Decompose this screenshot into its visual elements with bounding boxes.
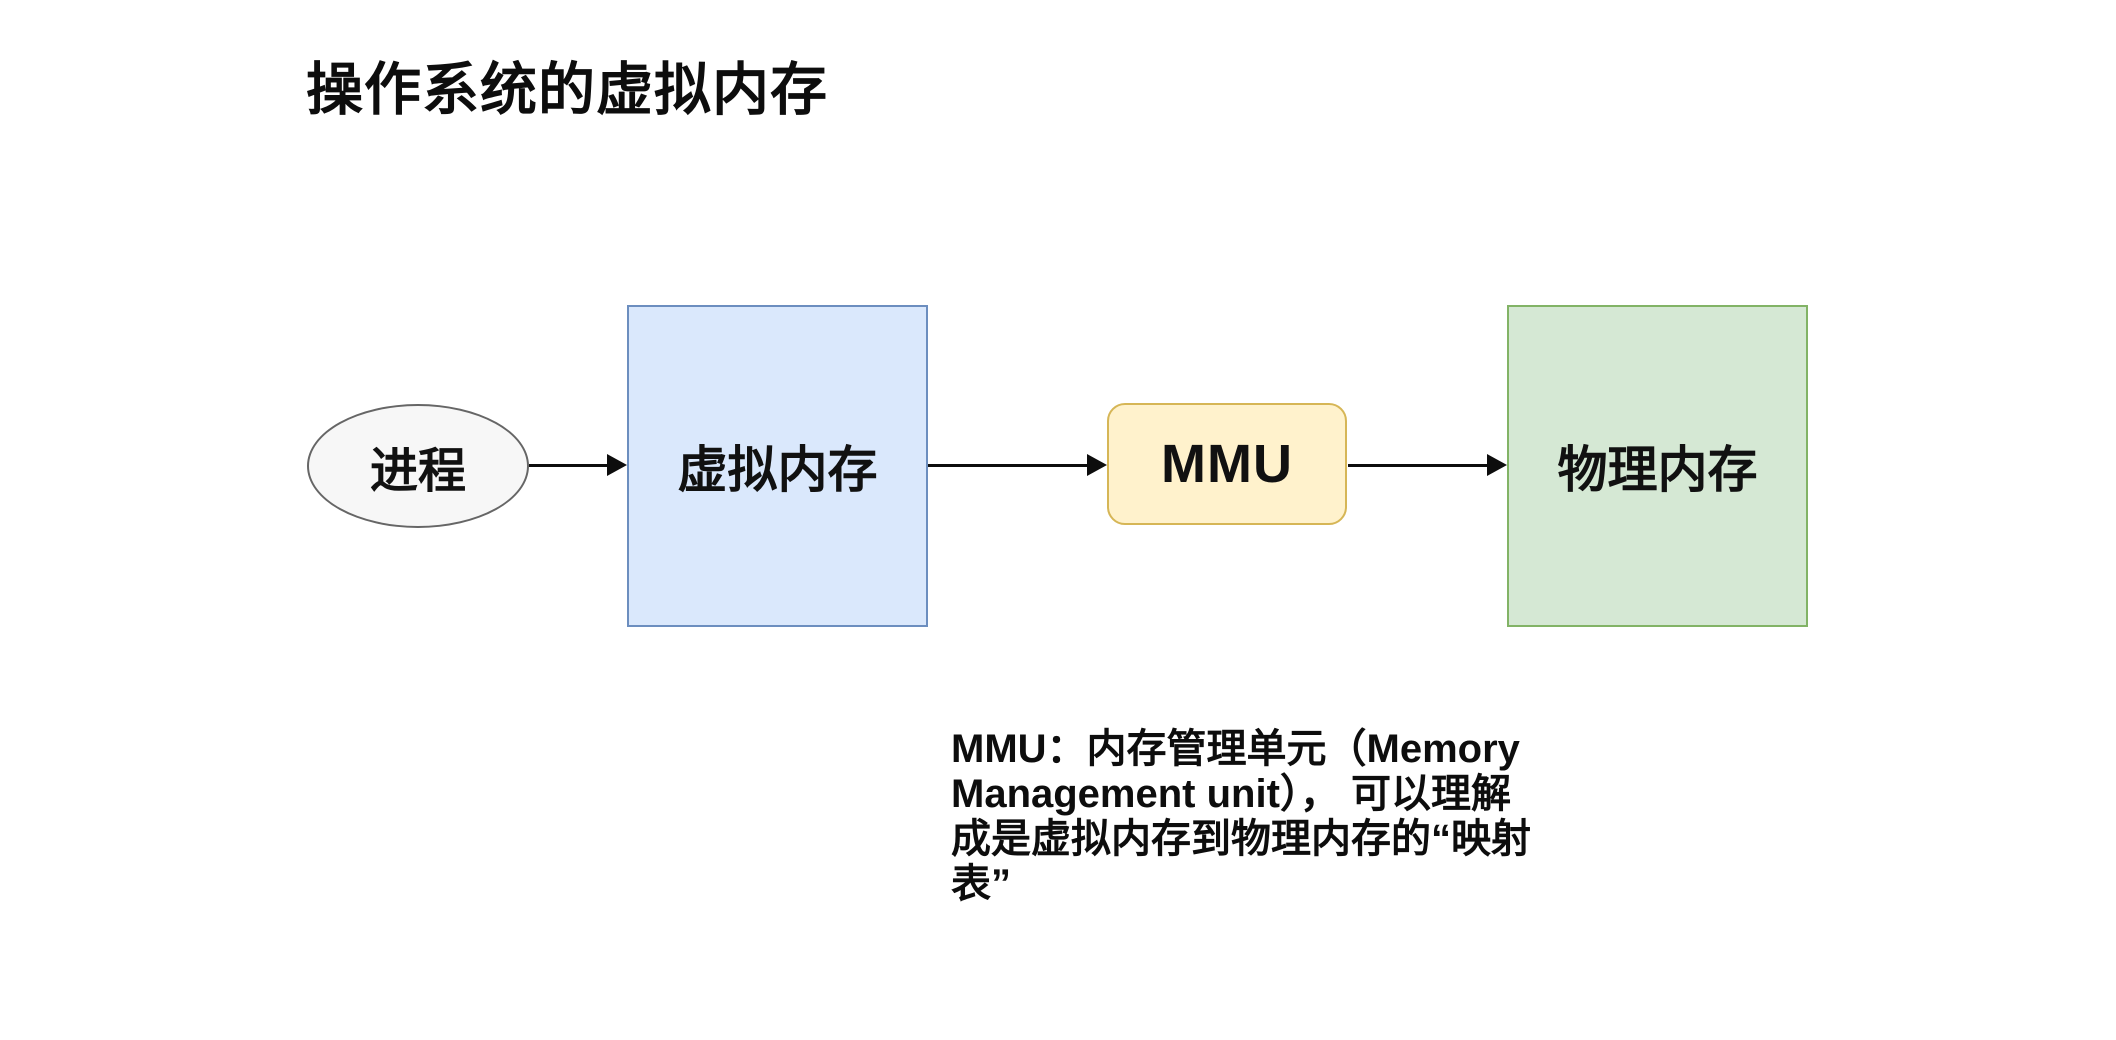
arrow-virtual-memory-to-mmu-line [928, 464, 1089, 467]
arrow-process-to-virtual-memory-line [529, 464, 609, 467]
arrow-process-to-virtual-memory-head-icon [607, 454, 627, 476]
node-virtual-memory: 虚拟内存 [627, 305, 928, 627]
mmu-note-line-3: 成是虚拟内存到物理内存的“映射 [951, 817, 1531, 861]
node-physical-memory-label: 物理内存 [1557, 442, 1758, 498]
mmu-note-line-1: MMU：内存管理单元（Memory [951, 727, 1520, 771]
arrow-mmu-to-physical-memory-line [1348, 464, 1489, 467]
node-process-label: 进程 [369, 445, 466, 498]
mmu-note-line-4: 表” [951, 862, 1011, 906]
mmu-note-line-2: Management unit）， 可以理解 [951, 772, 1512, 816]
node-process: 进程 [307, 404, 529, 528]
node-virtual-memory-label: 虚拟内存 [677, 442, 878, 498]
node-physical-memory: 物理内存 [1507, 305, 1808, 627]
arrow-virtual-memory-to-mmu-head-icon [1087, 454, 1107, 476]
mmu-note: MMU：内存管理单元（Memory Management unit）， 可以理解… [951, 727, 1531, 907]
node-mmu: MMU [1107, 403, 1347, 525]
page-title: 操作系统的虚拟内存 [306, 58, 828, 122]
arrow-mmu-to-physical-memory-head-icon [1487, 454, 1507, 476]
node-mmu-label: MMU [1161, 434, 1293, 494]
